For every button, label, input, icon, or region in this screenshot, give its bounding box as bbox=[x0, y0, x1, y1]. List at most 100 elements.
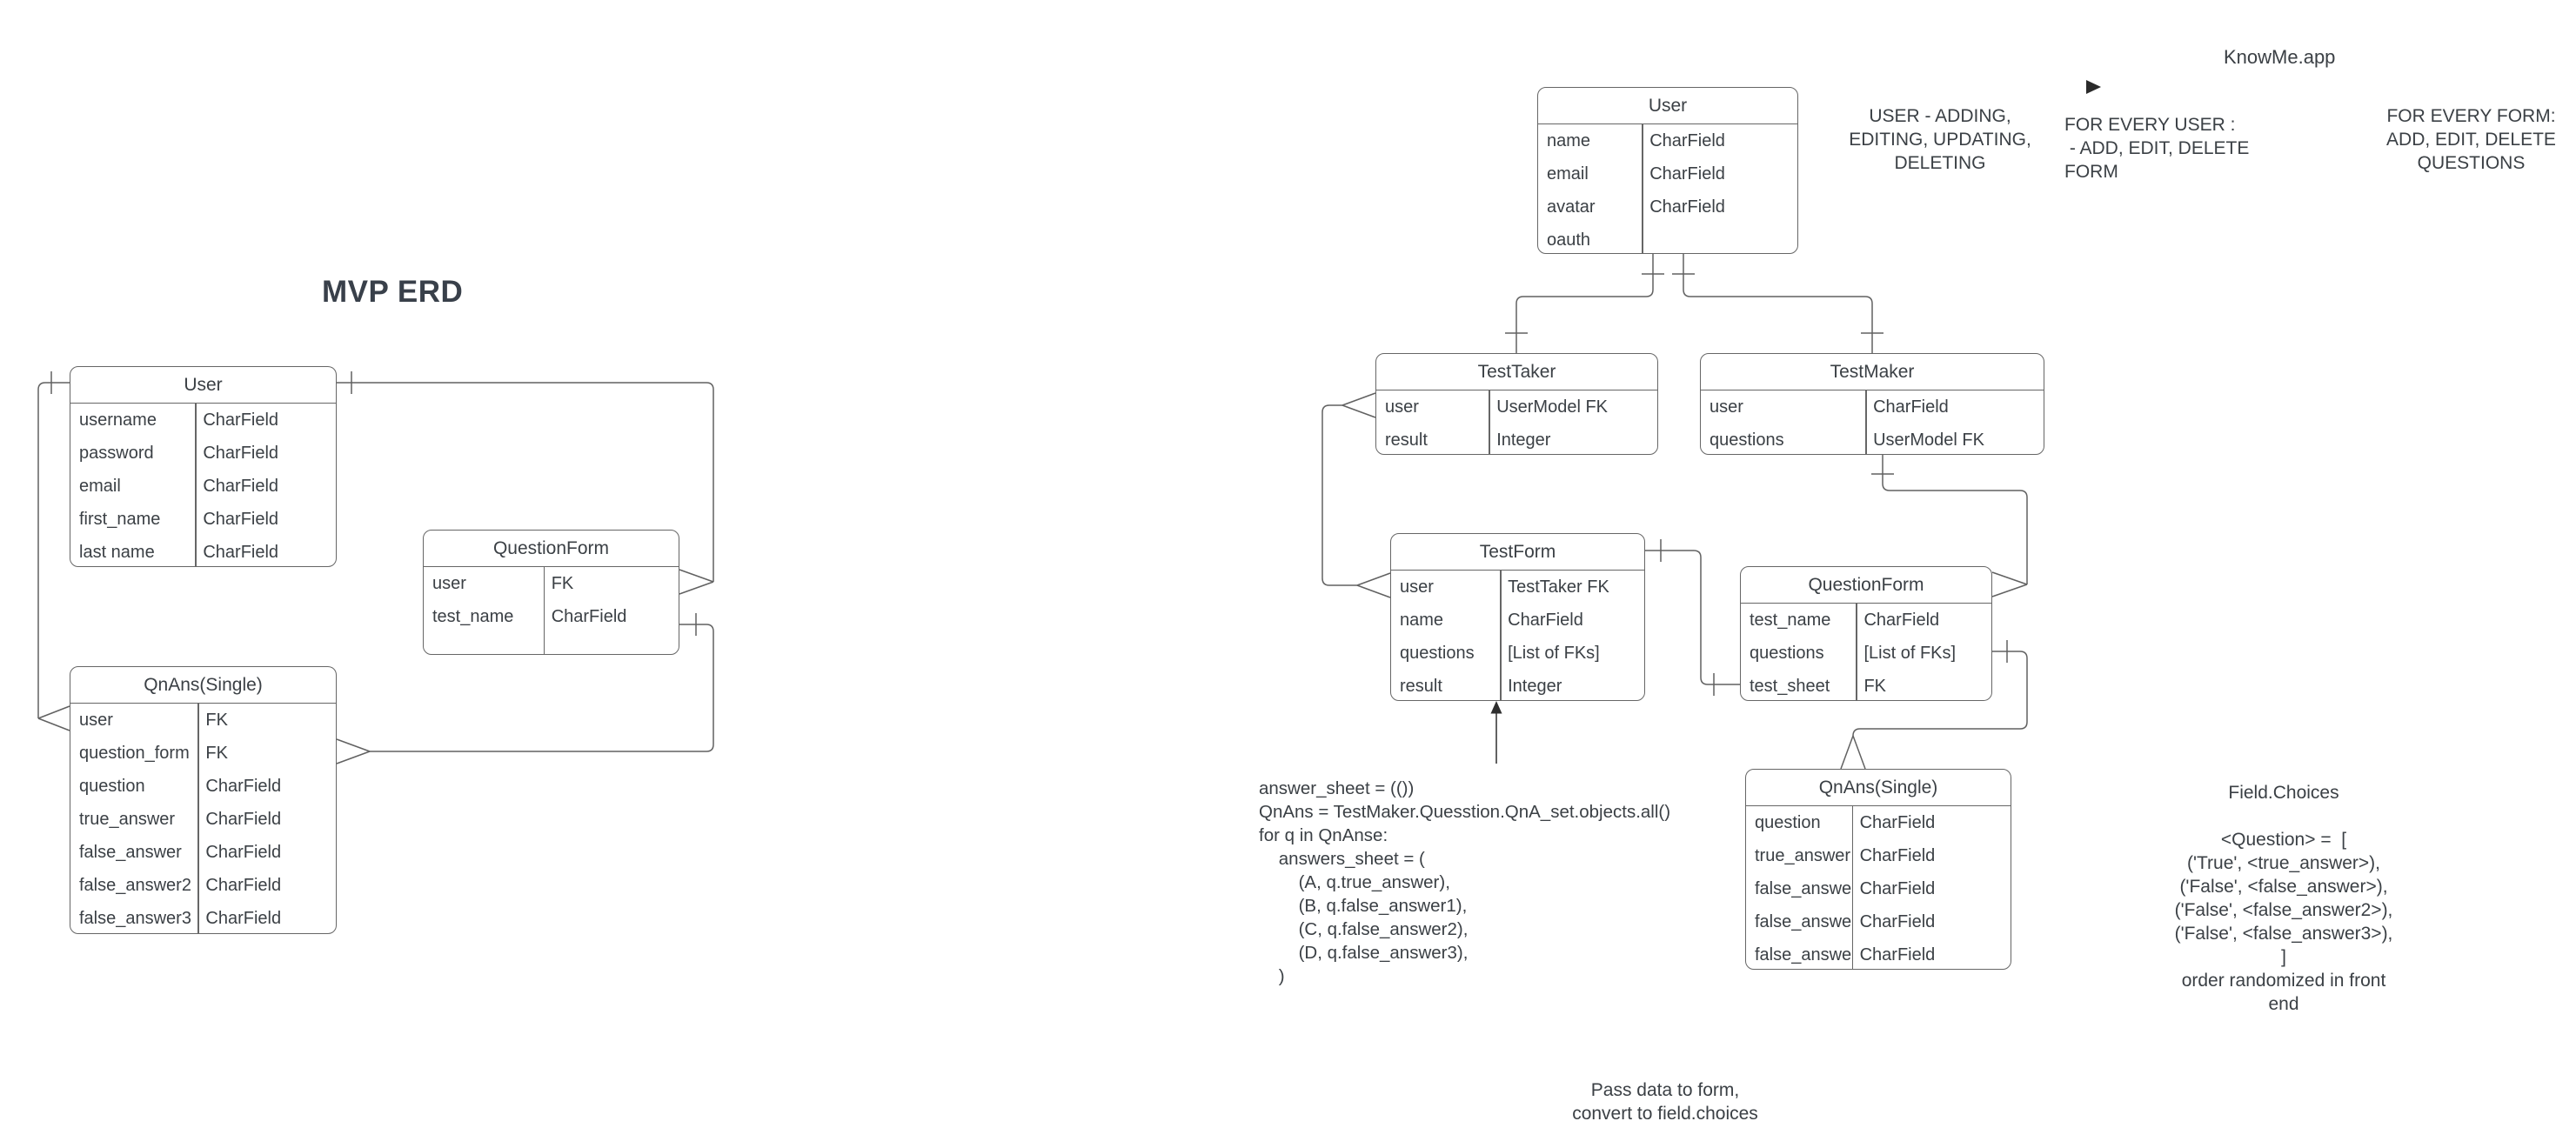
field-type-cell: CharField bbox=[205, 908, 282, 928]
field-type-cell: TestTaker FK bbox=[1508, 577, 1609, 597]
table-row: first_name CharField bbox=[70, 503, 336, 536]
pass-data-note[interactable]: Pass data to form, convert to field.choi… bbox=[1556, 1078, 1774, 1125]
connector-questionformR-qnansR[interactable] bbox=[1840, 640, 2028, 770]
text-line: ('False', <false_answer3>), bbox=[2174, 924, 2393, 944]
field-type-cell: FK bbox=[205, 743, 228, 763]
field-name-cell: username bbox=[79, 410, 157, 430]
connector-userL-qnansL-user[interactable] bbox=[37, 371, 70, 731]
text-line: FOR EVERY FORM: bbox=[2386, 106, 2556, 126]
text-line: EDITING, UPDATING, bbox=[1849, 130, 2031, 150]
code-line: answer_sheet = (()) bbox=[1259, 778, 1415, 798]
code-line: (C, q.false_answer2), bbox=[1259, 919, 1469, 939]
field-name-cell: question bbox=[1755, 812, 1821, 832]
field-type-cell: [List of FKs] bbox=[1508, 643, 1600, 663]
field-type-cell: CharField bbox=[203, 443, 279, 463]
crowfoot bbox=[679, 569, 714, 595]
field-name-cell: test_name bbox=[1750, 610, 1831, 630]
table-title: QnAns(Single) bbox=[1746, 770, 2011, 806]
arrowhead-up-icon bbox=[1490, 701, 1502, 714]
field-type-cell: CharField bbox=[1859, 845, 1936, 865]
annotation-for-every-user[interactable]: FOR EVERY USER : - ADD, EDIT, DELETE FOR… bbox=[2064, 113, 2249, 184]
field-type-cell: CharField bbox=[205, 875, 282, 895]
field-type-cell: CharField bbox=[203, 509, 279, 529]
connector-line bbox=[1321, 404, 1357, 586]
field-name-cell: user bbox=[1710, 397, 1743, 417]
table-row: name CharField bbox=[1391, 604, 1644, 637]
column-divider bbox=[195, 403, 197, 566]
connector-testtaker-testform-user[interactable] bbox=[1321, 392, 1391, 598]
column-divider bbox=[1856, 603, 1857, 700]
field-type-cell: CharField bbox=[1873, 397, 1949, 417]
text-line: order randomized in front bbox=[2181, 971, 2386, 991]
field-name-cell: user bbox=[1385, 397, 1419, 417]
connector-line bbox=[1882, 455, 2028, 584]
code-block[interactable]: answer_sheet = (()) QnAns = TestMaker.Qu… bbox=[1259, 777, 1670, 988]
field-name-cell: questions bbox=[1750, 643, 1824, 663]
field-type-cell: CharField bbox=[205, 842, 282, 862]
connector-line bbox=[1645, 550, 1740, 685]
text-line: end bbox=[2268, 994, 2299, 1014]
connector-testform-questionformR-testsheet[interactable] bbox=[1645, 539, 1740, 696]
connector-line bbox=[1515, 254, 1654, 353]
diagram-title[interactable]: MVP ERD bbox=[322, 275, 464, 309]
table-title: QnAns(Single) bbox=[70, 667, 336, 704]
field-name-cell: user bbox=[432, 573, 466, 593]
text-line: FOR EVERY USER : bbox=[2064, 115, 2236, 135]
connector-userL-questionformL-user[interactable] bbox=[337, 371, 714, 595]
connector-questionformL-qnansL-questionform[interactable] bbox=[336, 613, 714, 764]
field-type-cell: FK bbox=[551, 573, 574, 593]
crowfoot bbox=[336, 738, 371, 764]
field-name-cell: first_name bbox=[79, 509, 161, 529]
table-title: QuestionForm bbox=[424, 531, 679, 567]
field-choices-block[interactable]: Field.Choices <Question> = [ ('True', <t… bbox=[2149, 781, 2419, 1016]
field-name-cell: false_answer3 bbox=[79, 908, 191, 928]
text-line: <Question> = [ bbox=[2220, 830, 2347, 850]
annotation-for-every-form[interactable]: FOR EVERY FORM: ADD, EDIT, DELETE QUESTI… bbox=[2365, 104, 2576, 175]
field-type-cell: CharField bbox=[1859, 878, 1936, 898]
connector-line bbox=[1852, 651, 2028, 737]
annotation-user-crud[interactable]: USER - ADDING, EDITING, UPDATING, DELETI… bbox=[1827, 104, 2053, 175]
app-name-label[interactable]: KnowMe.app bbox=[2224, 46, 2336, 68]
text-line: convert to field.choices bbox=[1572, 1104, 1758, 1124]
field-type-cell: CharField bbox=[1508, 610, 1583, 630]
table-row: questions [List of FKs] bbox=[1391, 637, 1644, 670]
field-name-cell: name bbox=[1400, 610, 1444, 630]
field-name-cell: true_answer bbox=[79, 809, 176, 829]
column-divider bbox=[1642, 123, 1643, 253]
code-line: (D, q.false_answer3), bbox=[1259, 943, 1469, 963]
field-type-cell: CharField bbox=[1649, 197, 1725, 217]
text-line: Field.Choices bbox=[2228, 783, 2339, 803]
connector-userR-testmaker[interactable] bbox=[1672, 254, 1883, 353]
field-name-cell: result bbox=[1385, 430, 1428, 450]
text-line: Pass data to form, bbox=[1590, 1080, 1740, 1100]
table-title: User bbox=[1538, 88, 1797, 124]
connector-userR-testtaker[interactable] bbox=[1505, 254, 1664, 353]
table-row: result Integer bbox=[1376, 424, 1657, 457]
field-type-cell: Integer bbox=[1496, 430, 1551, 450]
pointer-arrow-icon[interactable] bbox=[2086, 80, 2101, 94]
text-line: ] bbox=[2281, 947, 2286, 967]
field-name-cell: questions bbox=[1400, 643, 1475, 663]
arrow-code-to-testform[interactable] bbox=[1490, 701, 1502, 764]
connector-testmaker-questionformR[interactable] bbox=[1871, 455, 2028, 597]
field-type-cell: CharField bbox=[1863, 610, 1940, 630]
